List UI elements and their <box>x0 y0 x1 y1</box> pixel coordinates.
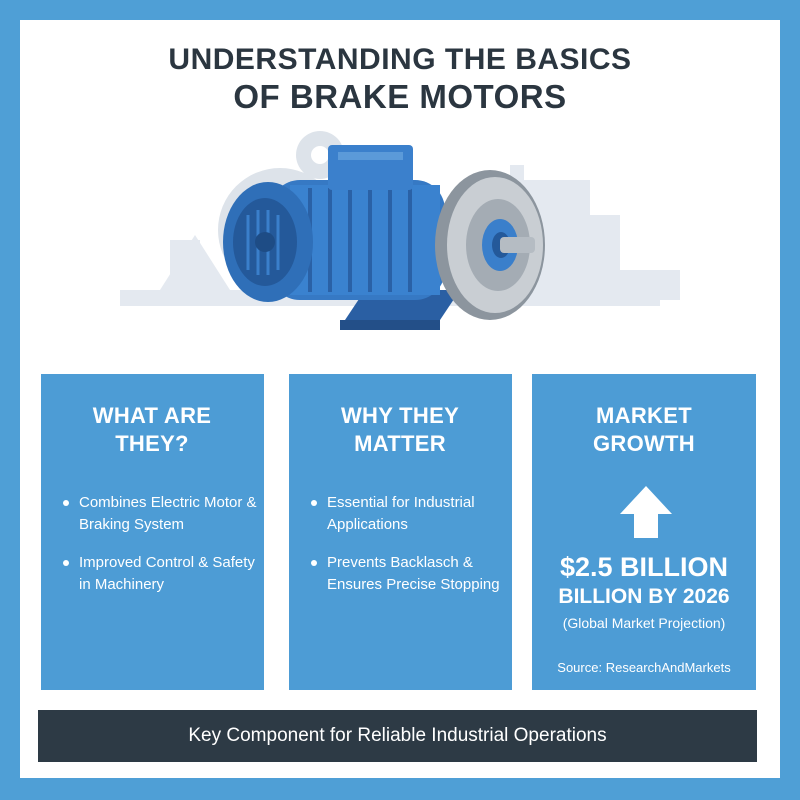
panel-heading: WHAT ARE THEY? <box>92 403 212 456</box>
bullet-list: Essential for Industrial Applications Pr… <box>309 492 509 612</box>
market-amount: $2.5 BILLION <box>559 552 729 582</box>
list-item: Improved Control & Safety in Machinery <box>61 552 261 596</box>
bullet-list: Combines Electric Motor & Braking System… <box>61 492 261 612</box>
panel-market-growth: MARKET GROWTH $2.5 BILLION BILLION BY 20… <box>532 374 756 690</box>
brake-disc <box>435 170 545 320</box>
infographic-card: UNDERSTANDING THE BASICS OF BRAKE MOTORS… <box>20 20 780 778</box>
up-arrow-icon <box>620 486 672 538</box>
page-title: UNDERSTANDING THE BASICS OF BRAKE MOTORS <box>20 42 780 116</box>
panel-what-are-they: WHAT ARE THEY? Combines Electric Motor &… <box>41 374 264 690</box>
bullet-dot-icon <box>63 500 69 506</box>
market-amount-year: BILLION BY 2026 <box>558 585 730 608</box>
list-item: Combines Electric Motor & Braking System <box>61 492 261 536</box>
hero-illustration <box>120 131 680 330</box>
market-note: (Global Market Projection) <box>562 615 726 631</box>
list-item: Essential for Industrial Applications <box>309 492 509 536</box>
motor-body <box>223 145 445 302</box>
bullet-dot-icon <box>311 500 317 506</box>
bullet-dot-icon <box>311 560 317 566</box>
market-source: Source: ResearchAndMarkets <box>557 660 731 675</box>
panel-heading: MARKET GROWTH <box>592 403 695 456</box>
bullet-dot-icon <box>63 560 69 566</box>
title-line-1: UNDERSTANDING THE BASICS <box>168 43 632 76</box>
panel-why-they-matter: WHY THEY MATTER Essential for Industrial… <box>289 374 512 690</box>
footer-banner: Key Component for Reliable Industrial Op… <box>38 710 757 762</box>
title-line-2: OF BRAKE MOTORS <box>233 78 567 115</box>
panel-heading: WHY THEY MATTER <box>340 403 460 456</box>
list-item: Prevents Backlasch & Ensures Precise Sto… <box>309 552 509 596</box>
